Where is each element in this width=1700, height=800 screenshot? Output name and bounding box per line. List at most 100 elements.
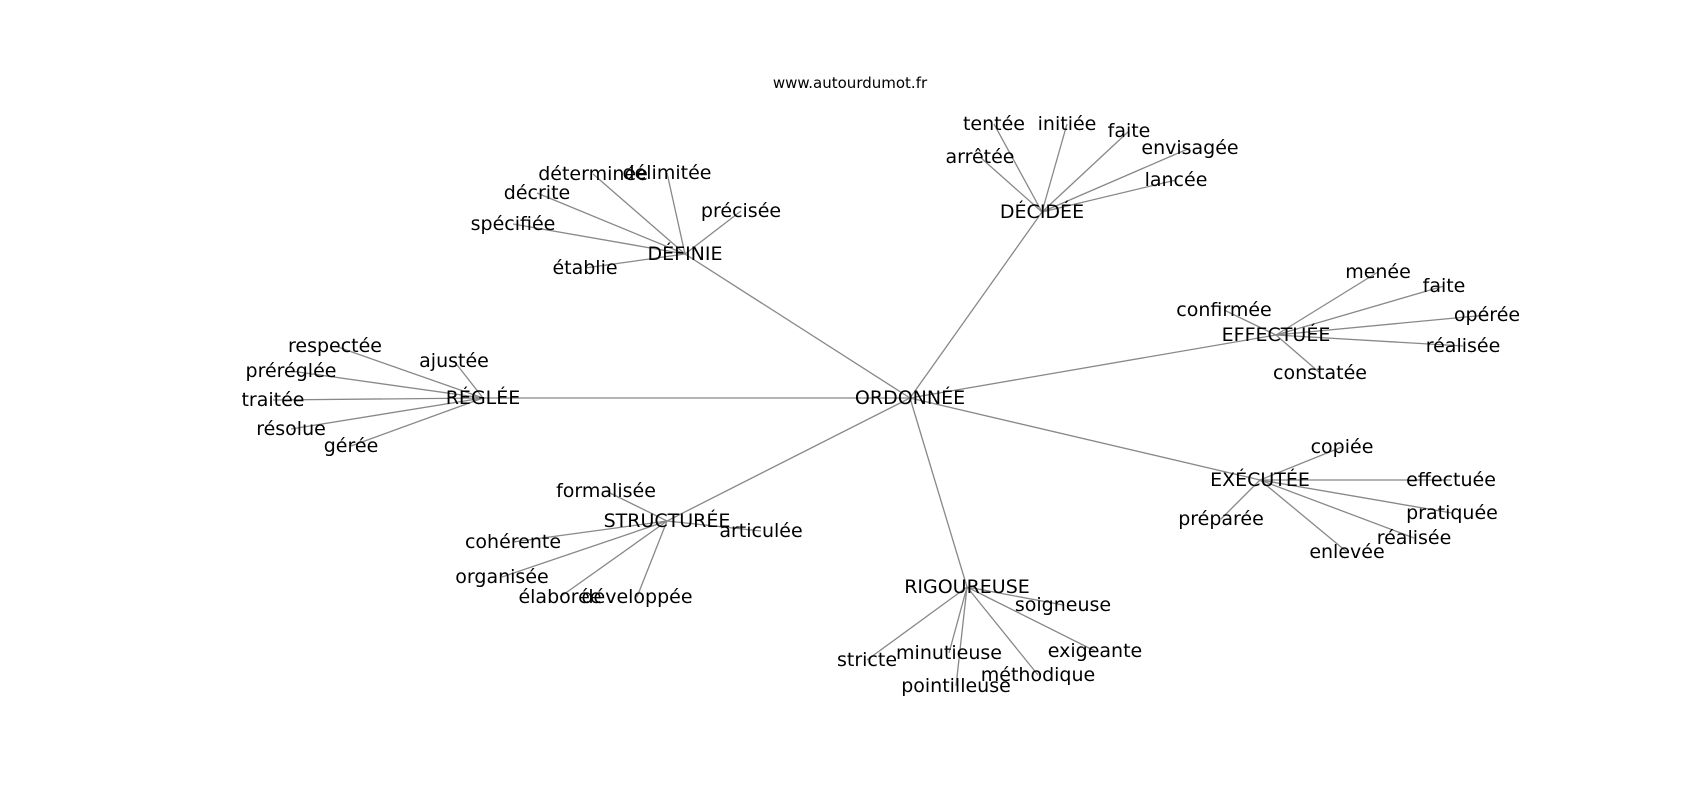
hub-node-executee: EXÉCUTÉE [1210, 468, 1310, 491]
edge-decidee-leaf [993, 123, 1043, 213]
leaf-node: lancée [1145, 169, 1208, 191]
leaf-node: initiée [1038, 113, 1097, 135]
edge-reglee-leaf [350, 397, 484, 447]
leaf-node: articulée [719, 520, 802, 542]
edge-definie-leaf [592, 173, 686, 255]
edge-definie-leaf [536, 192, 686, 255]
leaf-node: respectée [288, 335, 382, 357]
edge-effectuee-leaf [1275, 271, 1379, 336]
leaf-node: gérée [324, 435, 379, 457]
edge-effectuee-leaf [1223, 309, 1277, 336]
leaf-node: minutieuse [896, 642, 1002, 664]
edge-root-decidee [909, 211, 1043, 399]
edge-root-definie [684, 253, 911, 399]
leaf-node: résolue [256, 418, 326, 440]
hub-node-rigoureuse: RIGOUREUSE [904, 576, 1030, 598]
edge-root-rigoureuse [909, 397, 968, 588]
edge-decidee-leaf [1041, 123, 1068, 213]
edge-rigoureuse-leaf [966, 586, 1064, 606]
edge-decidee-leaf [1041, 179, 1177, 213]
leaf-node: pointilleuse [901, 675, 1011, 697]
edge-effectuee-leaf [1275, 285, 1445, 336]
edge-root-structuree [666, 397, 911, 522]
root-node: ORDONNÉE [855, 386, 965, 409]
leaf-node: copiée [1311, 436, 1374, 458]
edge-structuree-leaf [666, 520, 762, 532]
leaf-node: confirmée [1176, 299, 1271, 321]
source-label: www.autourdumot.fr [773, 74, 928, 92]
edge-reglee-leaf [334, 345, 484, 399]
leaf-node: formalisée [556, 480, 656, 502]
leaf-node: développée [581, 586, 692, 608]
leaf-node: menée [1345, 261, 1411, 283]
leaf-node: effectuée [1406, 469, 1496, 491]
edge-definie-leaf [512, 223, 686, 255]
leaf-node: élaborée [518, 586, 601, 608]
leaf-node: envisagée [1141, 137, 1238, 159]
leaf-node: délimitée [623, 162, 712, 184]
leaf-node: soigneuse [1015, 594, 1111, 616]
edge-reglee-leaf [272, 397, 484, 401]
edge-rigoureuse-leaf [955, 586, 968, 687]
edge-effectuee-leaf [1275, 334, 1464, 347]
edge-rigoureuse-leaf [948, 586, 968, 654]
edge-reglee-leaf [290, 370, 484, 399]
edge-decidee-leaf [1041, 147, 1191, 213]
leaf-node: réalisée [1426, 335, 1501, 357]
edge-reglee-leaf [290, 397, 484, 430]
leaf-node: préparée [1178, 508, 1264, 530]
hub-node-decidee: DÉCIDÉE [1000, 200, 1084, 223]
leaf-node: tentée [963, 113, 1025, 135]
edge-executee-leaf [1220, 479, 1261, 520]
leaf-node: traitée [241, 389, 304, 411]
leaf-node: enlevée [1309, 541, 1384, 563]
leaf-node: réalisée [1377, 527, 1452, 549]
edge-executee-leaf [1259, 479, 1453, 514]
edge-structuree-leaf [512, 520, 668, 543]
leaf-node: établie [552, 257, 617, 279]
edge-structuree-leaf [636, 520, 668, 598]
edge-executee-leaf [1259, 479, 1415, 539]
hub-node-reglee: RÉGLÉE [446, 386, 521, 409]
edge-rigoureuse-leaf [966, 586, 1096, 652]
hub-node-definie: DÉFINIE [648, 242, 723, 265]
hub-node-structuree: STRUCTURÉE [604, 509, 731, 532]
leaf-node: ajustée [419, 350, 489, 372]
edge-definie-leaf [684, 210, 742, 255]
leaf-node: déterminée [538, 163, 648, 185]
edge-rigoureuse-leaf [966, 586, 1039, 676]
leaf-node: cohérente [465, 531, 561, 553]
leaf-node: faite [1108, 120, 1151, 142]
edge-definie-leaf [584, 253, 686, 269]
leaf-node: précisée [701, 200, 781, 222]
edge-executee-leaf [1259, 446, 1343, 481]
edge-executee-leaf [1259, 479, 1348, 553]
leaf-node: exigeante [1048, 640, 1142, 662]
edge-decidee-leaf [979, 156, 1043, 213]
leaf-node: stricte [837, 649, 897, 671]
leaf-node: organisée [455, 566, 548, 588]
leaf-node: décrite [504, 182, 570, 204]
leaf-node: constatée [1273, 362, 1367, 384]
leaf-node: spécifiée [471, 213, 556, 235]
leaf-node: préréglée [246, 360, 337, 382]
edge-structuree-leaf [605, 490, 668, 522]
leaf-node: pratiquée [1406, 502, 1498, 524]
edge-effectuee-leaf [1275, 314, 1488, 336]
edge-effectuee-leaf [1275, 334, 1321, 374]
leaf-node: opérée [1454, 304, 1520, 326]
edge-decidee-leaf [1041, 130, 1130, 213]
leaf-node: arrêtée [945, 146, 1014, 168]
edge-reglee-leaf [453, 360, 484, 399]
edge-structuree-leaf [501, 520, 668, 578]
graph-edges [272, 123, 1488, 687]
edge-rigoureuse-leaf [866, 586, 968, 661]
edge-structuree-leaf [559, 520, 668, 598]
leaf-node: faite [1423, 275, 1466, 297]
leaf-node: méthodique [981, 664, 1095, 686]
hub-node-effectuee: EFFECTUÉE [1222, 323, 1331, 346]
edge-root-executee [909, 397, 1261, 481]
edge-definie-leaf [666, 172, 686, 255]
